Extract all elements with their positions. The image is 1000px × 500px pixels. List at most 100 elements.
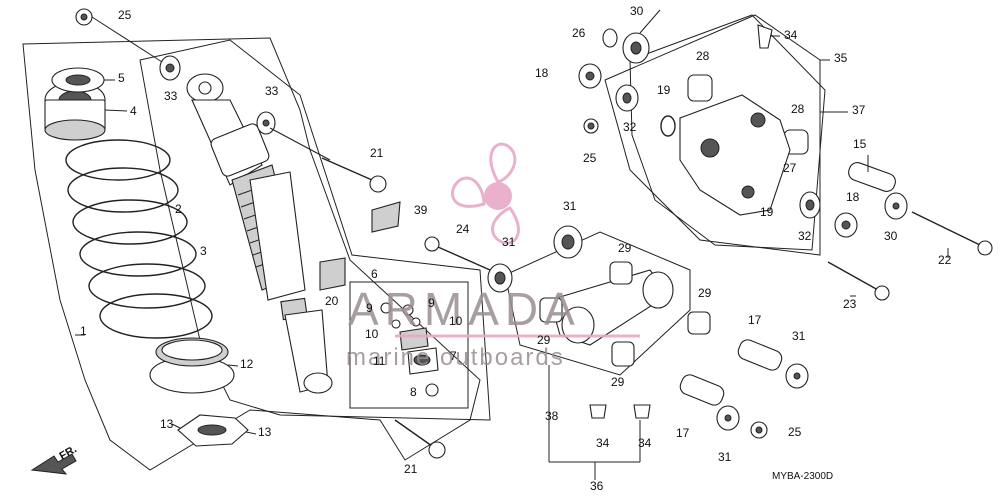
- callout-l24: 24: [456, 222, 470, 236]
- callout-l29a: 29: [618, 241, 632, 255]
- callout-l17b: 17: [676, 426, 690, 440]
- arm-eye-left: [561, 306, 595, 344]
- coil-spring-2: [65, 139, 213, 339]
- frame-arm-38: [504, 231, 691, 376]
- callout-l31a: 31: [563, 199, 577, 213]
- callout-l9b: 9: [428, 296, 435, 310]
- callout-l13a: 13: [160, 417, 174, 431]
- front-direction-arrow: FR.: [30, 443, 79, 475]
- callout-l31c: 31: [792, 329, 806, 343]
- shock-link-37: [679, 94, 791, 216]
- cover-39: [371, 201, 401, 233]
- collar-33-a: [159, 55, 181, 81]
- callout-l5: 5: [118, 71, 125, 85]
- callout-l33a: 33: [164, 89, 178, 103]
- bolt-9-a: [380, 302, 392, 314]
- callout-l2: 2: [175, 202, 182, 216]
- lock-nut-5: [51, 67, 105, 93]
- callout-l13b: 13: [258, 425, 272, 439]
- callout-l17a: 17: [748, 313, 762, 327]
- bearing-31-a: [553, 225, 583, 259]
- callout-l8: 8: [410, 385, 417, 399]
- link-hole-c: [741, 185, 755, 199]
- callout-l22: 22: [938, 253, 952, 267]
- bushing-29-c: [539, 297, 563, 323]
- stopper-plate-13: [177, 414, 249, 447]
- callout-l36: 36: [590, 479, 604, 493]
- nut-25-c: [750, 421, 768, 439]
- bolt-22: [911, 211, 993, 256]
- bearing-31-b: [487, 263, 513, 293]
- watermark-brand: ARMADA: [348, 283, 581, 335]
- bolt-21-upper: [321, 157, 387, 193]
- watermark-tagline: marine outboards: [346, 344, 565, 371]
- collar-28-a: [687, 74, 713, 102]
- callout-l28a: 28: [696, 49, 710, 63]
- adjuster-7: [407, 347, 439, 375]
- collar-17-b: [679, 374, 725, 406]
- callout-l31b: 31: [502, 235, 516, 249]
- grease-nipple-34-c: [757, 24, 773, 49]
- frame-assembly-1: [22, 37, 481, 471]
- bearing-32-a: [615, 84, 639, 112]
- callout-l19b: 19: [760, 205, 774, 219]
- callout-l25c: 25: [788, 425, 802, 439]
- callout-l6: 6: [371, 267, 378, 281]
- rubber-pad-20: [319, 257, 346, 291]
- screw-8: [425, 383, 439, 397]
- bushing-29-d: [611, 341, 635, 367]
- callout-l12: 12: [240, 357, 254, 371]
- bushing-29-b: [687, 311, 711, 335]
- callout-l4: 4: [130, 104, 137, 118]
- link-hole-a: [700, 138, 720, 158]
- callout-l34b: 34: [638, 436, 652, 450]
- callout-l29d: 29: [611, 375, 625, 389]
- arm-eye-right: [642, 271, 674, 309]
- diagram-code: MYBA-2300D: [772, 471, 833, 482]
- washer-10-a: [391, 319, 401, 329]
- bearing-32-b: [799, 191, 821, 219]
- collar-17-a: [737, 339, 783, 371]
- callout-l23: 23: [843, 297, 857, 311]
- callout-l19a: 19: [657, 83, 671, 97]
- callout-l37: 37: [852, 103, 866, 117]
- bolt-21-lower: [394, 419, 446, 459]
- dust-seal-18-b: [834, 212, 858, 238]
- callout-l9a: 9: [366, 301, 373, 315]
- callout-l10b: 10: [449, 314, 463, 328]
- shock-absorber-3: [186, 73, 333, 394]
- callout-l28b: 28: [791, 102, 805, 116]
- callout-l38: 38: [545, 409, 559, 423]
- washer-31-c: [785, 363, 809, 389]
- callout-l21b: 21: [404, 462, 418, 476]
- frame-subassembly-6: [349, 281, 469, 409]
- callout-l26: 26: [572, 26, 586, 40]
- bolt-24: [424, 236, 491, 271]
- washer-31-d: [716, 405, 740, 431]
- callout-l11: 11: [373, 354, 386, 368]
- callout-l35: 35: [834, 51, 848, 65]
- callout-l7: 7: [450, 349, 457, 363]
- nut-25-top: [75, 8, 93, 26]
- callout-l20: 20: [325, 294, 339, 308]
- nut-25-b: [583, 118, 599, 134]
- washer-30-b: [884, 192, 908, 220]
- cap-26: [602, 28, 618, 48]
- link-hole-b: [750, 112, 766, 128]
- callout-l10a: 10: [365, 327, 379, 341]
- callout-l34a: 34: [596, 436, 610, 450]
- callout-l25b: 25: [583, 151, 597, 165]
- collar-33-b: [256, 111, 276, 135]
- bracket-11: [399, 327, 429, 351]
- callout-l31d: 31: [718, 450, 732, 464]
- callout-l18a: 18: [535, 66, 549, 80]
- frame-assembly-3: [139, 39, 491, 421]
- callout-l30b: 30: [884, 229, 898, 243]
- callout-l29c: 29: [537, 333, 551, 347]
- callout-l33b: 33: [265, 84, 279, 98]
- callout-l29b: 29: [698, 286, 712, 300]
- callout-l39: 39: [414, 203, 428, 217]
- callout-l25a: 25: [118, 8, 132, 22]
